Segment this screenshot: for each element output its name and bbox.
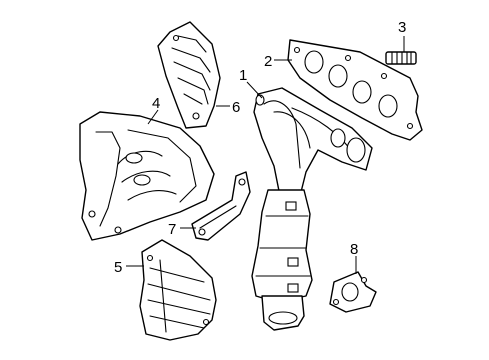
callout-6: 6: [232, 99, 240, 116]
leader-1: [246, 81, 263, 99]
callout-1: 1: [239, 67, 247, 84]
leader-lines: [126, 36, 405, 274]
callout-2: 2: [264, 53, 272, 70]
stud: [385, 51, 417, 65]
manifold-gasket: [287, 39, 423, 141]
converter-gasket: [329, 271, 377, 313]
callout-7: 7: [168, 221, 176, 238]
callout-3: 3: [398, 19, 406, 36]
callout-4: 4: [152, 95, 160, 112]
exhaust-manifold-converter: [251, 87, 373, 331]
manifold-bracket: [191, 171, 251, 241]
callout-8: 8: [350, 241, 358, 258]
lower-heat-insulator: [139, 239, 217, 341]
callout-5: 5: [114, 259, 122, 276]
manifold-heat-insulator: [79, 111, 215, 241]
leader-4: [147, 109, 159, 125]
upper-heat-insulator: [157, 21, 221, 129]
